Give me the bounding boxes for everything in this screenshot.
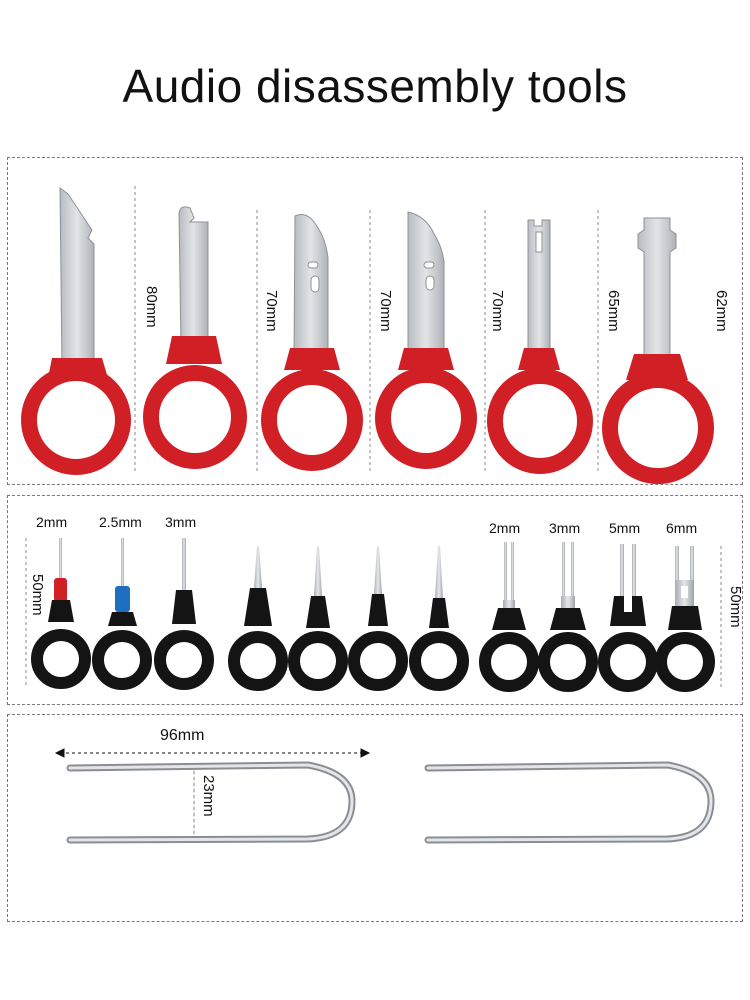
length-label-6: 62mm: [713, 290, 730, 332]
u-width-label: 23mm: [200, 775, 217, 817]
size-label-6mm: 6mm: [666, 520, 698, 536]
needle-tool-3: [348, 546, 408, 691]
u-tool-2: [424, 761, 715, 844]
tool-4: [375, 211, 477, 469]
pin-tools-illustration: [25, 538, 722, 692]
u-tools-illustration: [54, 748, 715, 844]
length-label-5: 65mm: [605, 290, 622, 332]
needle-tool-1: [228, 546, 288, 691]
pin-length-label-right: 50mm: [727, 586, 744, 628]
large-tools-panel: 80mm 70mm 70mm 70mm 65mm 62mm: [7, 157, 743, 485]
size-label-3mm-right: 3mm: [549, 520, 581, 536]
pin-tool-2-5mm: [92, 538, 152, 690]
length-label-1: 80mm: [143, 286, 160, 328]
length-label-3: 70mm: [377, 290, 394, 332]
size-label-2mm-right: 2mm: [489, 520, 521, 536]
size-label-2mm-left: 2mm: [36, 514, 68, 530]
fork-tool-5mm: [598, 544, 658, 692]
tool-1: [21, 186, 131, 475]
needle-tool-2: [288, 546, 348, 691]
length-label-2: 70mm: [263, 290, 280, 332]
tool-2: [143, 206, 247, 469]
tool-6: [602, 217, 714, 484]
large-tools-illustration: [21, 186, 714, 484]
fork-tool-6mm: [655, 546, 715, 692]
pin-tool-2mm: [31, 538, 91, 689]
u-length-label: 96mm: [160, 727, 205, 744]
needle-tool-4: [409, 546, 469, 691]
length-dimension: [54, 748, 371, 758]
u-tools-panel: 96mm 23mm: [7, 714, 743, 922]
page-title: Audio disassembly tools: [122, 60, 628, 112]
size-label-3mm-left: 3mm: [165, 514, 197, 530]
u-tool-1: [66, 761, 356, 844]
size-label-5mm: 5mm: [609, 520, 641, 536]
pin-tools-panel: 2mm 2.5mm 3mm 2mm 3mm 5mm 6mm 50mm 50mm: [7, 495, 744, 705]
length-label-4: 70mm: [489, 290, 506, 332]
fork-tool-2mm: [479, 542, 539, 692]
tool-3: [261, 214, 363, 471]
tool-5: [487, 219, 593, 474]
size-label-2-5mm: 2.5mm: [99, 514, 142, 530]
pin-tool-3mm: [154, 538, 214, 690]
pin-length-label-left: 50mm: [29, 574, 46, 616]
fork-tool-3mm: [538, 542, 598, 692]
